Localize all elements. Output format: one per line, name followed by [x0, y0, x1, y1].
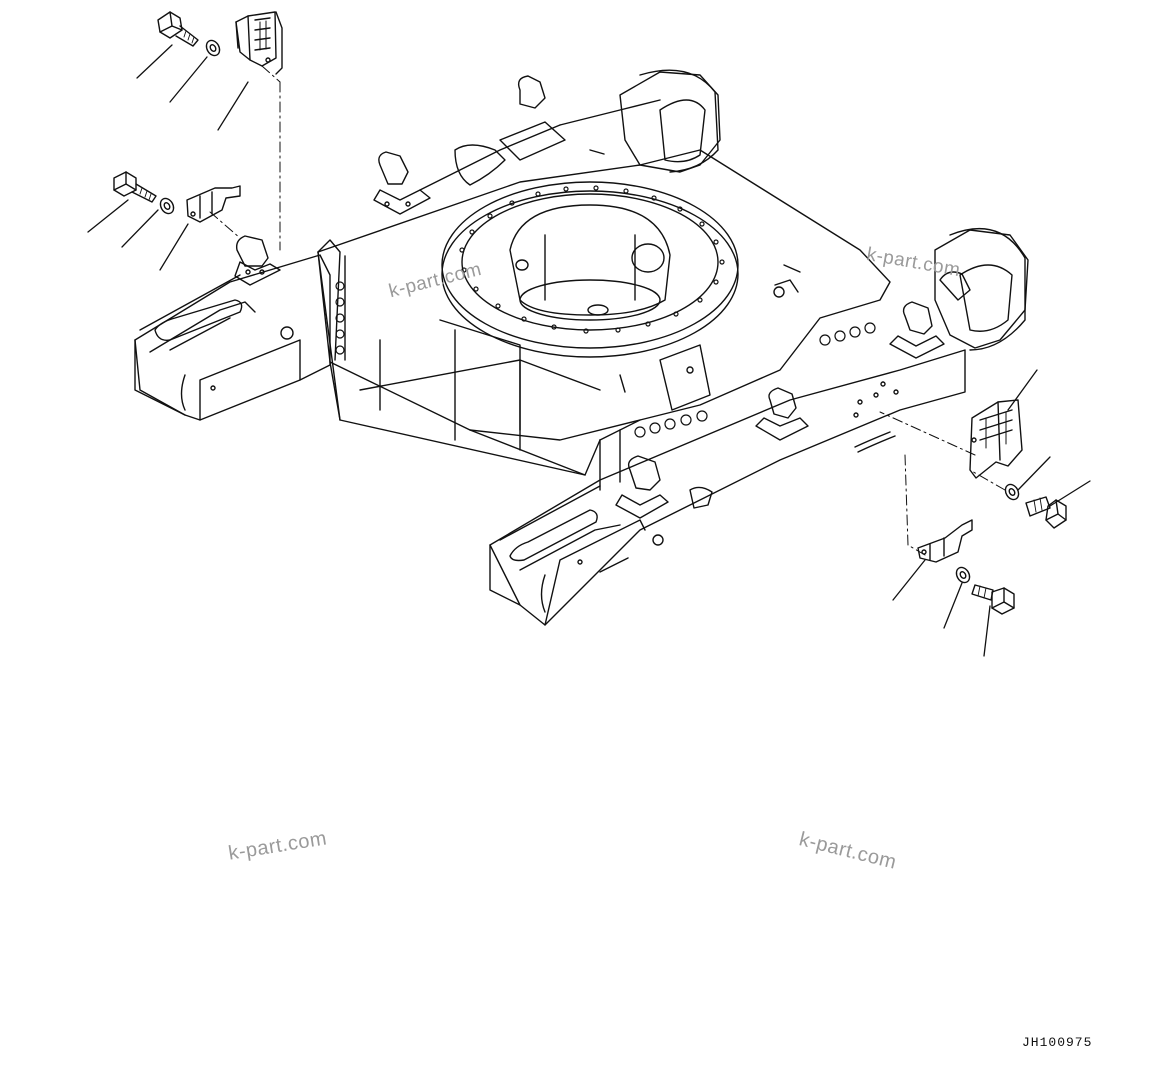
bolt-part-1: [157, 11, 199, 47]
callout-lines: [87, 44, 1091, 657]
drawing-code: JH100975: [1022, 1035, 1093, 1050]
bolt-part-4: [971, 584, 1015, 615]
bracket-part-3: [969, 399, 1023, 479]
bolt-part-2: [113, 171, 157, 203]
bracket-part-4: [917, 519, 973, 563]
bolt-part-3: [1025, 496, 1067, 529]
washer-part-4: [955, 566, 971, 584]
bracket-part-1: [235, 11, 283, 75]
track-frame: [134, 69, 1029, 626]
washer-part-1: [205, 39, 221, 57]
washer-part-3: [1004, 483, 1020, 501]
bracket-part-2: [186, 185, 241, 223]
washer-part-2: [159, 197, 175, 215]
assembly-lines: [209, 65, 1006, 556]
